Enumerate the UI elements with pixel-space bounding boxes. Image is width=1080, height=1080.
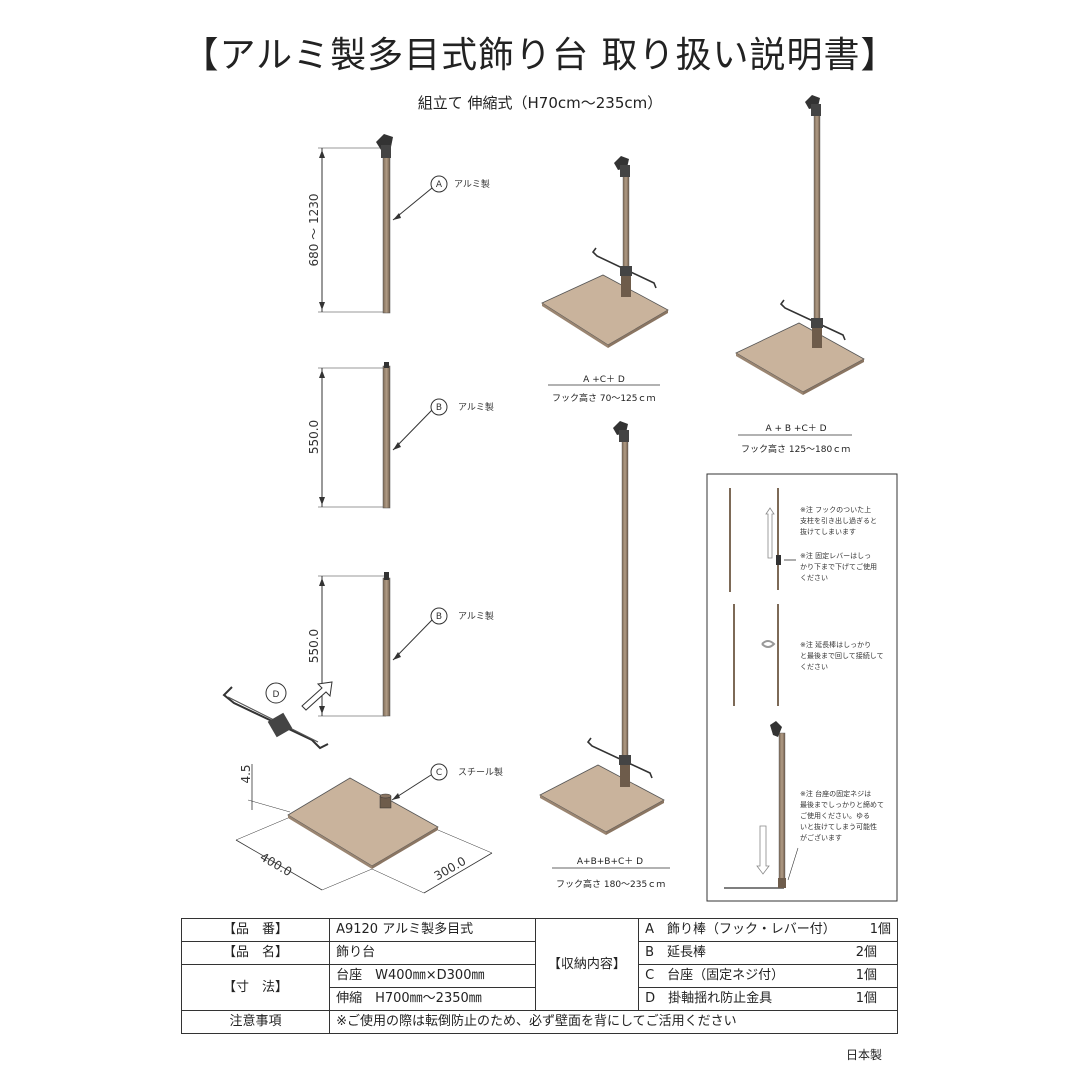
note-4-line-1: ※注 台座の固定ネジは bbox=[800, 789, 871, 798]
part-b1-letter: B bbox=[436, 403, 442, 413]
svg-text:※注 固定レバーはしっ かり下まで下げてご使用: ※注 固定レバーはしっ かり下まで下げてご使用 ください bbox=[800, 551, 879, 582]
part-a-letter: A bbox=[436, 180, 443, 190]
config-2-caption: フック高さ 125～180ｃｍ bbox=[741, 443, 850, 455]
svg-text:※注 延長棒はしっかり と最後まで回して接続して: ※注 延長棒はしっかり と最後まで回して接続して ください bbox=[800, 640, 886, 671]
contents-item-c: C 台座（固定ネジ付）1個 bbox=[638, 964, 898, 988]
dimensions-base-value: 台座 W400㎜×D300㎜ bbox=[329, 964, 536, 988]
part-c-letter: C bbox=[436, 768, 442, 778]
spec-row-caution: 注意事項 ※ご使用の際は転倒防止のため、必ず壁面を背にしてご活用ください bbox=[180, 1010, 898, 1034]
note-2-line-2: かり下まで下げてご使用 bbox=[800, 562, 877, 571]
page-title: 【アルミ製多目式飾り台 取り扱い説明書】 bbox=[182, 35, 898, 76]
made-in-label: 日本製 bbox=[845, 1048, 882, 1062]
config-2-formula: A + B +C＋ D bbox=[765, 423, 826, 434]
config-2-drawing: A + B +C＋ D フック高さ 125～180ｃｍ bbox=[735, 95, 865, 455]
spec-table: 【品 番】 A9120 アルミ製多目式 【収納内容】 A 飾り棒（フック・レバー… bbox=[180, 918, 898, 1034]
part-number-header: 【品 番】 bbox=[180, 918, 331, 942]
svg-text:※注 フックのついた上 支柱を引き出し過ぎると: ※注 フックのついた上 支柱を引き出し過ぎると 抜けてしまいます bbox=[800, 505, 879, 536]
note-3-line-1: ※注 延長棒はしっかり bbox=[800, 640, 871, 649]
part-a-marker bbox=[430, 175, 448, 193]
part-a-drawing: A アルミ製 680 ～ 1230 bbox=[307, 134, 490, 314]
part-a-material: アルミ製 bbox=[454, 178, 490, 190]
part-b1-drawing: B アルミ製 550.0 bbox=[307, 362, 494, 509]
spec-row-dimensions: 【寸 法】 台座 W400㎜×D300㎜ C 台座（固定ネジ付）1個 bbox=[180, 964, 898, 1011]
arrow-down-icon bbox=[756, 825, 770, 875]
svg-text:※注 台座の固定ネジは 最後までしっかりと締めて: ※注 台座の固定ネジは 最後までしっかりと締めて ご使用ください。ゆる いと抜け… bbox=[800, 789, 886, 842]
notes-panel: ※注 フックのついた上 支柱を引き出し過ぎると 抜けてしまいます ※注 固定レバ… bbox=[706, 473, 898, 902]
part-c-width-dimension: 400.0 bbox=[258, 850, 295, 879]
caution-header: 注意事項 bbox=[180, 1010, 331, 1034]
note-3-line-3: ください bbox=[800, 663, 828, 671]
part-c-depth-dimension: 300.0 bbox=[432, 854, 469, 883]
arrow-up-icon bbox=[765, 507, 775, 559]
product-name-value: 飾り台 bbox=[329, 941, 536, 965]
note-1-line-3: 抜けてしまいます bbox=[800, 527, 856, 536]
part-b2-letter: B bbox=[436, 612, 442, 622]
product-name-header: 【品 名】 bbox=[180, 941, 331, 965]
part-d-drawing: D bbox=[222, 681, 333, 750]
assembly-diagram: A アルミ製 680 ～ 1230 B アルミ製 550.0 B アルミ製 55… bbox=[222, 95, 898, 902]
contents-item-a: A 飾り棒（フック・レバー付）1個 bbox=[638, 918, 898, 942]
part-b1-material: アルミ製 bbox=[458, 401, 494, 413]
config-1-formula: A +C＋ D bbox=[583, 374, 625, 385]
part-number-value: A9120 アルミ製多目式 bbox=[329, 918, 536, 942]
part-b1-dimension: 550.0 bbox=[307, 420, 321, 454]
caution-text: ※ご使用の際は転倒防止のため、必ず壁面を背にしてご活用ください bbox=[329, 1010, 898, 1034]
note-4-line-2: 最後までしっかりと締めて bbox=[800, 800, 884, 809]
note-2-line-1: ※注 固定レバーはしっ bbox=[800, 551, 871, 560]
config-1-drawing: A +C＋ D フック高さ 70～125ｃｍ bbox=[541, 156, 669, 404]
config-3-caption: フック高さ 180～235ｃｍ bbox=[556, 878, 665, 890]
note-4-line-5: がございます bbox=[800, 833, 842, 842]
spec-row-part-number: 【品 番】 A9120 アルミ製多目式 【収納内容】 A 飾り棒（フック・レバー… bbox=[180, 918, 898, 1011]
part-c-material: スチール製 bbox=[458, 766, 503, 778]
config-3-drawing: A+B+B+C＋ D フック高さ 180～235ｃｍ bbox=[539, 421, 670, 890]
part-b2-drawing: B アルミ製 550.0 bbox=[307, 572, 494, 717]
note-4-line-3: ご使用ください。ゆる bbox=[800, 811, 870, 820]
arrow-icon bbox=[301, 681, 333, 711]
dimensions-extension-value: 伸縮 H700㎜～2350㎜ bbox=[329, 987, 536, 1011]
note-3-line-2: と最後まで回して接続して bbox=[800, 651, 884, 660]
part-d-letter: D bbox=[273, 690, 280, 700]
contents-header: 【収納内容】 bbox=[534, 918, 640, 1011]
assembly-subtitle: 組立て 伸縮式（H70cm〜235cm） bbox=[417, 94, 663, 112]
config-1-caption: フック高さ 70～125ｃｍ bbox=[552, 392, 656, 404]
rotate-icon bbox=[761, 640, 776, 648]
dimensions-header: 【寸 法】 bbox=[180, 964, 331, 1011]
part-b2-dimension: 550.0 bbox=[307, 629, 321, 663]
part-a-dimension: 680 ～ 1230 bbox=[307, 193, 321, 266]
note-1-line-2: 支柱を引き出し過ぎると bbox=[800, 516, 877, 525]
part-b2-material: アルミ製 bbox=[458, 610, 494, 622]
note-2-line-3: ください bbox=[800, 574, 828, 582]
note-4-line-4: いと抜けてしまう可能性 bbox=[800, 822, 877, 831]
note-1-line-1: ※注 フックのついた上 bbox=[800, 505, 871, 514]
config-3-formula: A+B+B+C＋ D bbox=[577, 856, 643, 867]
part-c-drawing: C スチール製 4.5 400.0 300.0 bbox=[235, 763, 503, 894]
part-c-height-dimension: 4.5 bbox=[239, 764, 253, 783]
